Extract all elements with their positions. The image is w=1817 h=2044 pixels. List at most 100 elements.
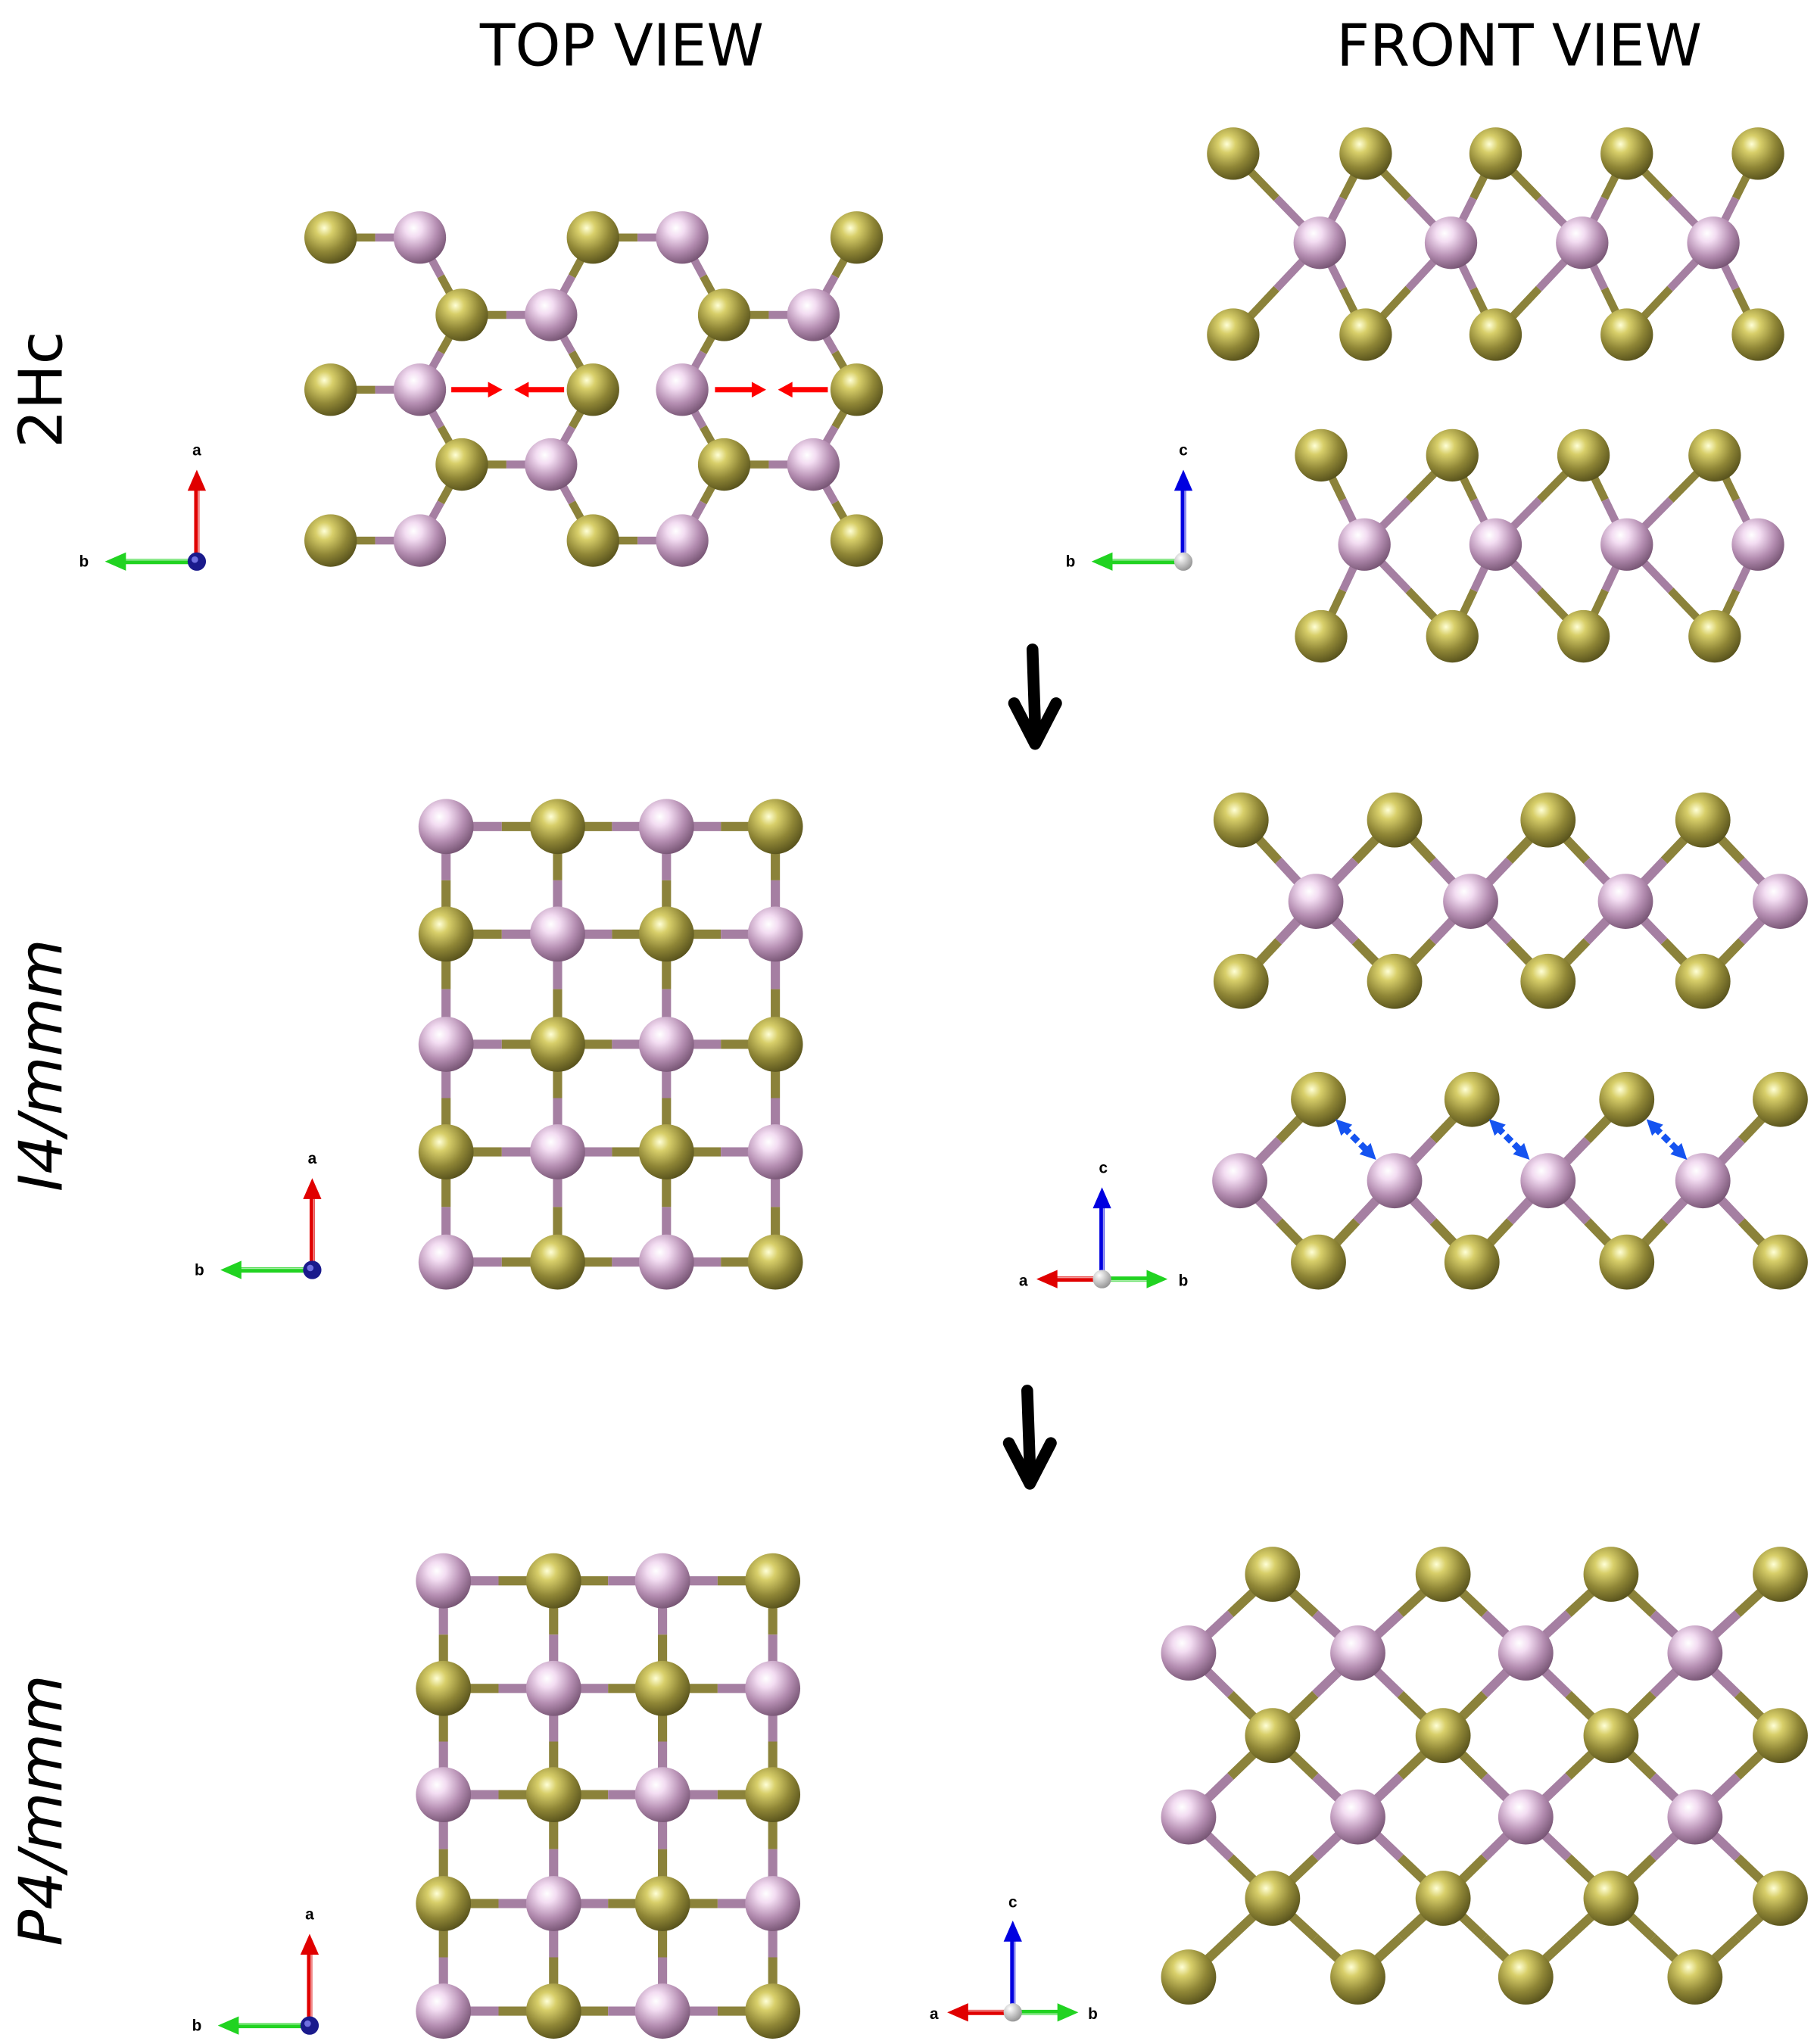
metal-atom <box>416 1553 472 1609</box>
chalcogen-atom <box>1291 1071 1346 1127</box>
chalcogen-atom <box>747 799 803 855</box>
chalcogen-atom <box>697 438 751 491</box>
chalcogen-atom <box>1207 308 1260 361</box>
displacement-arrows-red <box>451 382 828 398</box>
metal-atom <box>1367 1153 1423 1209</box>
chalcogen-atom <box>1753 1547 1808 1602</box>
chalcogen-atom <box>1731 308 1784 361</box>
metal-atom <box>1288 874 1344 929</box>
metal-atom <box>638 1234 694 1290</box>
row-label-2hc: 2Hc <box>5 332 76 448</box>
chalcogen-atom <box>1753 1071 1808 1127</box>
metal-atom <box>1731 518 1784 571</box>
chalcogen-atom <box>1557 609 1610 663</box>
metal-atom <box>1498 1789 1554 1845</box>
top-view-header: TOP VIEW <box>479 12 764 79</box>
chalcogen-atom <box>1688 428 1741 482</box>
chalcogen-atom <box>1688 609 1741 663</box>
chalcogen-atom <box>1161 1949 1217 2005</box>
structure-2hc-front-view <box>1207 127 1784 663</box>
metal-atom <box>634 1767 690 1823</box>
metal-atom <box>1667 1789 1723 1845</box>
chalcogen-atom <box>1675 953 1731 1009</box>
axis-triad-icon <box>947 1921 1079 2022</box>
row-label-p4mmm: P4/mmm <box>5 1675 76 1946</box>
axis-label-b: b <box>1179 1272 1189 1289</box>
chalcogen-atom <box>1498 1949 1554 2005</box>
metal-atom <box>745 1876 801 1931</box>
axis-label-b: b <box>1088 2005 1098 2023</box>
axis-label-a: a <box>308 1150 317 1167</box>
chalcogen-atom <box>1245 1871 1301 1926</box>
axis-label-a: a <box>192 441 201 459</box>
metal-atom <box>1293 217 1346 270</box>
axis-triad-icon <box>1091 469 1193 571</box>
axis-label-a: a <box>1019 1272 1028 1289</box>
chalcogen-atom <box>1600 308 1653 361</box>
axis-label-b: b <box>195 1261 204 1279</box>
chalcogen-atom <box>1426 428 1479 482</box>
chalcogen-atom <box>1444 1071 1500 1127</box>
chalcogen-atom <box>1667 1949 1723 2005</box>
metal-atom <box>418 1234 474 1290</box>
metal-atom <box>787 288 840 341</box>
metal-atom <box>1443 874 1498 929</box>
chalcogen-atom <box>1600 127 1653 180</box>
metal-atom <box>656 514 709 567</box>
structure-i4mmm-front-view <box>1212 792 1808 1290</box>
chalcogen-atom <box>1339 127 1392 180</box>
axis-label-a: a <box>930 2005 939 2023</box>
chalcogen-atom <box>566 211 619 264</box>
metal-atom <box>393 363 447 416</box>
metal-atom <box>525 1660 581 1716</box>
chalcogen-atom <box>830 363 884 416</box>
chalcogen-atom <box>525 1983 581 2039</box>
metal-atom <box>1675 1153 1731 1209</box>
displacement-arrow <box>1494 1125 1524 1154</box>
axis-label-b: b <box>79 553 89 571</box>
displacement-arrow <box>1652 1125 1681 1154</box>
metal-atom <box>1667 1625 1723 1681</box>
metal-atom <box>656 211 709 264</box>
chalcogen-atom <box>530 1017 585 1072</box>
chalcogen-atom <box>1557 428 1610 482</box>
chalcogen-atom <box>566 363 619 416</box>
chalcogen-atom <box>1599 1234 1655 1290</box>
front-view-header: FRONT VIEW <box>1336 12 1702 79</box>
structure-p4mmm-front-view <box>1161 1547 1808 2005</box>
chalcogen-atom <box>304 363 357 416</box>
metal-atom <box>634 1553 690 1609</box>
chalcogen-atom <box>1330 1949 1385 2005</box>
axis-label-a: a <box>305 1905 314 1923</box>
metal-atom <box>1424 217 1478 270</box>
axis-triad-icon <box>220 1178 322 1279</box>
chalcogen-atom <box>1295 428 1348 482</box>
chalcogen-atom <box>1339 308 1392 361</box>
chalcogen-atom <box>745 1767 801 1823</box>
chalcogen-atom <box>638 906 694 962</box>
metal-atom <box>747 1124 803 1179</box>
chalcogen-atom <box>830 211 884 264</box>
axis-triad-icon <box>217 1933 319 2035</box>
axis-label-b: b <box>1066 553 1076 571</box>
chalcogen-atom <box>1675 792 1731 848</box>
arrow-down-icon <box>1008 643 1062 750</box>
chalcogen-atom <box>1753 1871 1808 1926</box>
axis-label-b: b <box>192 2018 202 2035</box>
chalcogen-atom <box>1415 1547 1471 1602</box>
axis-label-c: c <box>1008 1894 1018 1912</box>
chalcogen-atom <box>1520 953 1576 1009</box>
metal-atom <box>634 1983 690 2039</box>
chalcogen-atom <box>435 288 488 341</box>
metal-atom <box>638 799 694 855</box>
metal-atom <box>1498 1625 1554 1681</box>
chalcogen-atom <box>1599 1071 1655 1127</box>
chalcogen-atom <box>1731 127 1784 180</box>
metal-atom <box>1338 518 1391 571</box>
chalcogen-atom <box>634 1876 690 1931</box>
chalcogen-atom <box>1469 308 1522 361</box>
metal-atom <box>1330 1789 1385 1845</box>
chalcogen-atom <box>304 211 357 264</box>
metal-atom <box>1520 1153 1576 1209</box>
chalcogen-atom <box>416 1660 472 1716</box>
